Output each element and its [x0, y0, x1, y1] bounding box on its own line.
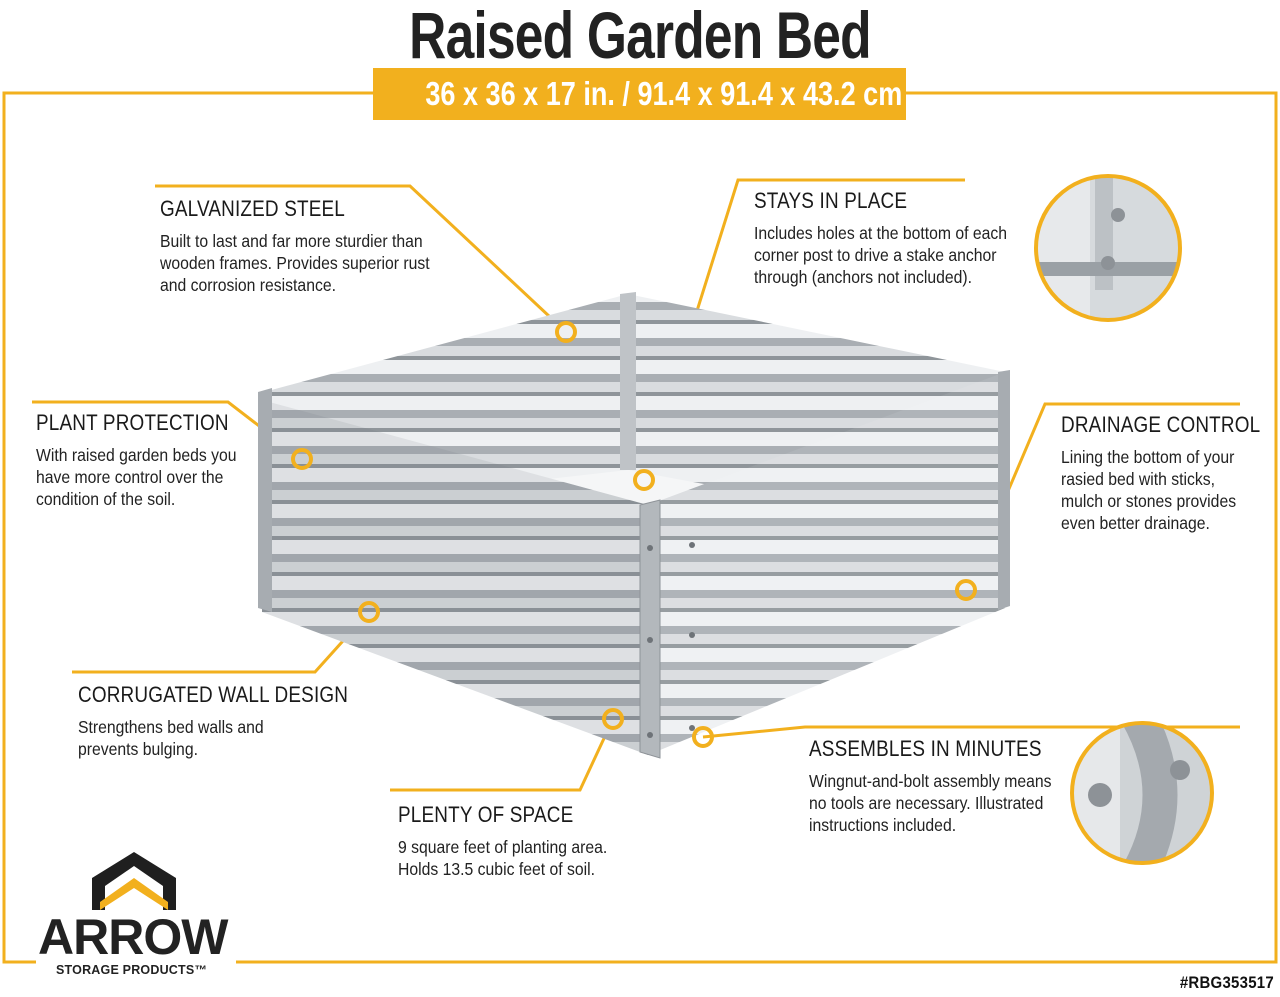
callout-drainage-control: DRAINAGE CONTROL Lining the bottom of yo… — [1061, 412, 1266, 534]
callout-text: Wingnut-and-bolt assembly means no tools… — [809, 771, 1052, 835]
callout-title: ASSEMBLES IN MINUTES — [809, 736, 1042, 761]
callout-title: PLANT PROTECTION — [36, 410, 229, 435]
garden-bed-illustration — [258, 292, 1010, 759]
callout-title: PLENTY OF SPACE — [398, 802, 574, 827]
hotspot-markers — [291, 321, 977, 748]
callout-text: Strengthens bed walls and prevents bulgi… — [78, 717, 264, 759]
callout-text: Built to last and far more sturdier than… — [160, 231, 430, 295]
callout-title: DRAINAGE CONTROL — [1061, 412, 1261, 437]
brand-logo-word: ARROW — [38, 909, 228, 965]
callout-title: CORRUGATED WALL DESIGN — [78, 682, 349, 707]
frame-border — [2, 91, 1278, 964]
callout-text: 9 square feet of planting area. Holds 13… — [398, 837, 608, 879]
callout-galvanized-steel: GALVANIZED STEEL Built to last and far m… — [160, 196, 460, 296]
callout-plenty-of-space: PLENTY OF SPACE 9 square feet of plantin… — [398, 802, 658, 880]
callout-text: Includes holes at the bottom of each cor… — [754, 223, 1008, 287]
callout-corrugated-wall: CORRUGATED WALL DESIGN Strengthens bed w… — [78, 682, 349, 760]
callout-title: GALVANIZED STEEL — [160, 196, 346, 221]
brand-logo-subtitle: STORAGE PRODUCTS™ — [56, 963, 208, 977]
product-sku: #RBG353517 — [1179, 973, 1274, 992]
callout-text: With raised garden beds you have more co… — [36, 445, 237, 509]
callout-stays-in-place: STAYS IN PLACE Includes holes at the bot… — [754, 188, 1044, 288]
page-title: Raised Garden Bed — [409, 0, 871, 72]
dimensions-text: 36 x 36 x 17 in. / 91.4 x 91.4 x 43.2 cm — [425, 75, 903, 112]
arrow-logo-icon — [92, 852, 176, 910]
callout-assembles-in-minutes: ASSEMBLES IN MINUTES Wingnut-and-bolt as… — [809, 736, 1099, 836]
callout-title: STAYS IN PLACE — [754, 188, 908, 213]
dimensions-banner: 36 x 36 x 17 in. / 91.4 x 91.4 x 43.2 cm — [373, 68, 906, 120]
corner-post-detail-inset — [1034, 174, 1182, 322]
callout-text: Lining the bottom of your rasied bed wit… — [1061, 447, 1237, 533]
callout-plant-protection: PLANT PROTECTION With raised garden beds… — [36, 410, 261, 510]
